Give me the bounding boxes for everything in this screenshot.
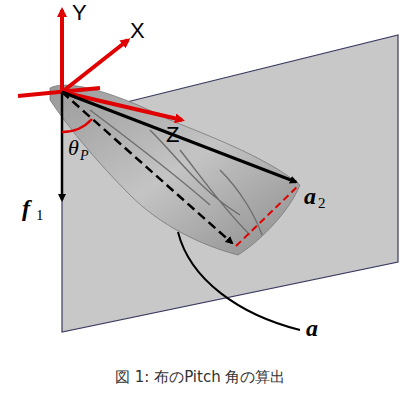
angle-arc [62,119,92,132]
y-axis [60,10,64,92]
vector-label: a [306,316,318,340]
vector-label: a [304,184,316,208]
axis-label: X [130,20,145,42]
angle-label: θ [68,137,79,159]
cloth-folds [90,110,262,235]
vector-subscript: 1 [36,208,44,223]
angle-subscript: P [80,149,89,163]
projection-line [236,186,298,246]
axis-line [18,88,100,96]
figure-caption: 図 1: 布のPitch 角の算出 [115,368,285,387]
x-axis [62,40,128,92]
axis-label: Y [72,2,87,24]
a2-vector [62,92,296,182]
vector-label: f [22,196,30,220]
a-vector [62,92,232,243]
f1-vector [61,92,64,200]
leader-curve [178,232,300,330]
vector-subscript: 2 [318,196,326,211]
axis-label: Z [166,124,179,146]
cloth [50,85,300,255]
